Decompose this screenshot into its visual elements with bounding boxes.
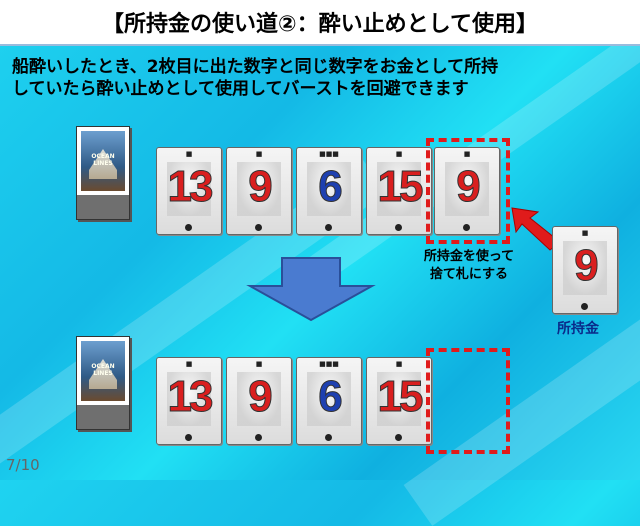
deck-base — [77, 405, 129, 429]
ship-watermark — [377, 372, 421, 426]
card-number: 9 — [248, 162, 273, 212]
coin-icon — [463, 224, 470, 231]
flag-icon: ■ — [185, 150, 193, 158]
card-bottom-3: ■■■ 6 — [296, 357, 362, 445]
deck-card: OCEAN LINES — [76, 126, 130, 220]
card-number: 15 — [377, 372, 424, 422]
discard-note: 所持金を使って 捨て札にする — [404, 248, 534, 284]
title-bar — [0, 0, 640, 46]
ship-watermark — [307, 162, 351, 216]
card-bottom-2: ■ 9 — [226, 357, 292, 445]
flag-icon: ■ — [255, 150, 263, 158]
card-top-2: ■ 9 — [226, 147, 292, 235]
flag-icon: ■■■ — [319, 150, 339, 158]
coin-icon — [185, 434, 192, 441]
card-bottom-1: ■ 13 — [156, 357, 222, 445]
card-number: 13 — [167, 162, 214, 212]
coin-icon — [255, 434, 262, 441]
money-card: ■ 9 — [552, 226, 618, 314]
flag-icon: ■ — [463, 150, 471, 158]
slide-title: 【所持金の使い道②：酔い止めとして使用】 — [102, 12, 538, 37]
coin-icon — [395, 434, 402, 441]
coin-icon — [581, 303, 588, 310]
flag-icon: ■■■ — [319, 360, 339, 368]
card-number: 13 — [167, 372, 214, 422]
ship-watermark — [237, 162, 281, 216]
ship-watermark — [445, 162, 489, 216]
card-top-5: ■ 9 — [434, 147, 500, 235]
empty-slot-box — [426, 348, 510, 454]
ship-watermark — [377, 162, 421, 216]
card-bottom-4: ■ 15 — [366, 357, 432, 445]
coin-icon — [325, 434, 332, 441]
ship-watermark — [307, 372, 351, 426]
ship-watermark — [167, 162, 211, 216]
deck-card: OCEAN LINES — [76, 336, 130, 430]
flag-icon: ■ — [395, 150, 403, 158]
card-number: 9 — [456, 162, 481, 212]
description-line-1: 船酔いしたとき、2枚目に出た数字と同じ数字をお金として所持 — [12, 57, 499, 77]
coin-icon — [255, 224, 262, 231]
card-top-1: ■ 13 — [156, 147, 222, 235]
flag-icon: ■ — [395, 360, 403, 368]
discard-note-line-2: 捨て札にする — [429, 267, 509, 282]
ship-watermark — [563, 241, 607, 295]
flag-icon: ■ — [581, 229, 589, 237]
coin-icon — [395, 224, 402, 231]
money-label: 所持金 — [557, 321, 599, 337]
highlight-box-top — [426, 138, 510, 244]
description-line-2: していたら酔い止めとして使用してバーストを回避できます — [12, 79, 469, 99]
ship-illustration — [81, 131, 125, 191]
card-top-4: ■ 15 — [366, 147, 432, 235]
description: 船酔いしたとき、2枚目に出た数字と同じ数字をお金として所持 していたら酔い止めと… — [12, 56, 632, 100]
ship-watermark — [237, 372, 281, 426]
discard-note-line-1: 所持金を使って — [423, 249, 515, 264]
ship-illustration — [81, 341, 125, 401]
card-number: 15 — [377, 162, 424, 212]
card-number: 9 — [248, 372, 273, 422]
page-number: 7/10 — [6, 456, 40, 474]
deck-base — [77, 195, 129, 219]
card-top-3: ■■■ 6 — [296, 147, 362, 235]
down-arrow-icon — [246, 257, 376, 322]
card-number: 6 — [318, 372, 343, 422]
deck-logo: OCEAN LINES — [91, 153, 115, 167]
flag-icon: ■ — [255, 360, 263, 368]
coin-icon — [185, 224, 192, 231]
deck-logo: OCEAN LINES — [91, 363, 115, 377]
ship-watermark — [167, 372, 211, 426]
coin-icon — [325, 224, 332, 231]
card-number: 9 — [574, 241, 599, 291]
card-number: 6 — [318, 162, 343, 212]
flag-icon: ■ — [185, 360, 193, 368]
